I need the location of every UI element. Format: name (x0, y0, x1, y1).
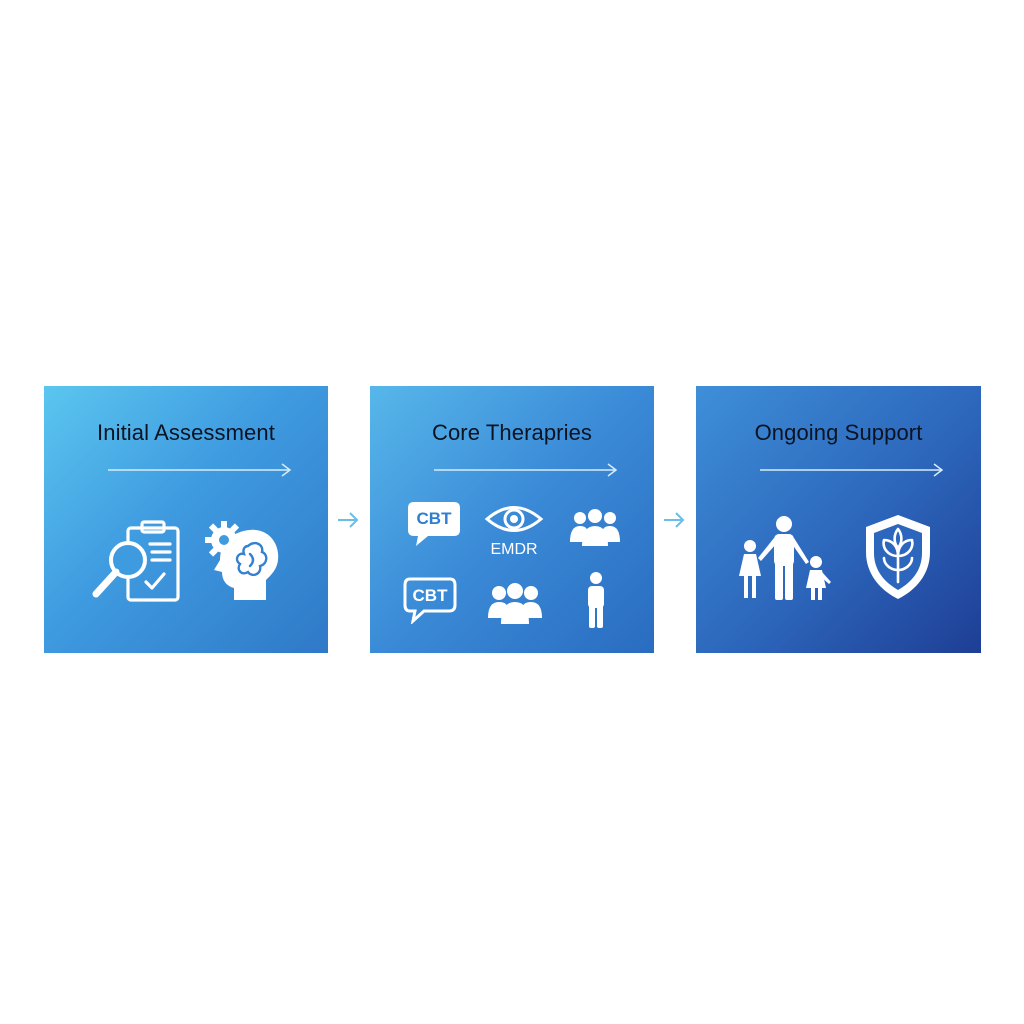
stage-title: Initial Assessment (97, 420, 275, 445)
cbt-speech-bubble-icon (406, 500, 462, 548)
stage-core-therapies: Core Therapries CBT EMDR (370, 386, 654, 653)
gear-brain-icon (204, 516, 284, 604)
cbt-label: CBT (416, 509, 452, 528)
family-icon (736, 516, 832, 602)
group-icon (568, 508, 622, 548)
arrow-right-icon (760, 463, 944, 477)
emdr-label: EMDR (490, 541, 538, 558)
connector-arrow-icon (664, 512, 685, 528)
stage-title: Core Therapries (431, 420, 593, 445)
cbt-label: CBT (412, 586, 448, 605)
shield-plant-icon (862, 512, 934, 602)
stage-initial-assessment: Initial Assessment (44, 386, 328, 653)
group-icon (486, 582, 544, 626)
connector-arrow-icon (338, 512, 359, 528)
person-icon (584, 572, 608, 630)
arrow-right-icon (434, 463, 618, 477)
stage-ongoing-support: Ongoing Support (696, 386, 981, 653)
eye-icon (484, 502, 544, 536)
cbt-speech-bubble-icon (402, 576, 458, 624)
clipboard-magnifier-icon (90, 518, 184, 604)
arrow-right-icon (108, 463, 292, 477)
stage-title: Ongoing Support (754, 420, 923, 445)
